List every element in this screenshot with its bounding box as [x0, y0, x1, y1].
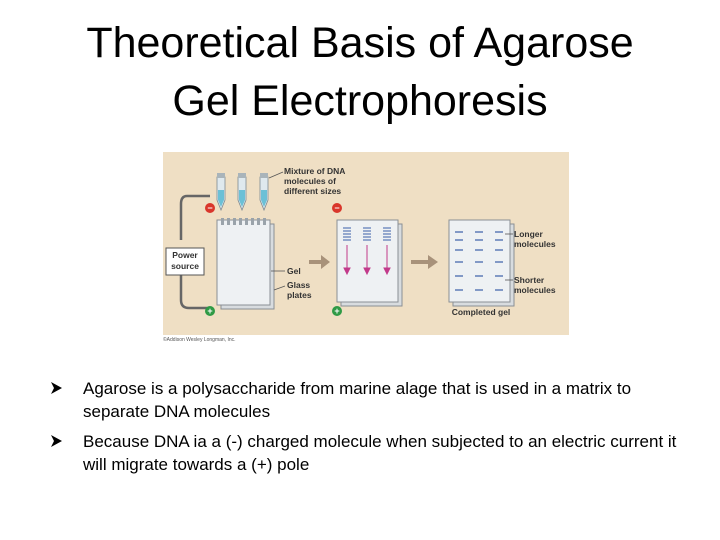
- minus-sign: −: [334, 203, 339, 213]
- process-arrow: [309, 255, 330, 269]
- mixture-leader: [268, 171, 284, 179]
- wire-top: [179, 194, 210, 240]
- slide-title: Theoretical Basis of Agarose Gel Electro…: [0, 14, 720, 130]
- gel-wells: [221, 218, 266, 225]
- completed-gel-plate: [448, 219, 511, 303]
- mixture-label: different sizes: [284, 186, 341, 196]
- mixture-label: Mixture of DNA: [284, 166, 345, 176]
- dna-bands-running: [343, 227, 391, 241]
- process-arrow: [411, 255, 438, 269]
- power-source-label: source: [171, 261, 199, 271]
- minus-terminal: [205, 203, 215, 213]
- shorter-label: molecules: [514, 285, 556, 295]
- title-line-1: Theoretical Basis of Agarose: [86, 19, 634, 67]
- migration-arrows: [343, 245, 391, 276]
- longer-label: molecules: [514, 239, 556, 249]
- dna-bands-completed: [455, 231, 503, 291]
- minus-terminal: [332, 203, 342, 213]
- plus-sign: +: [334, 306, 339, 316]
- power-source-label: Power: [172, 250, 198, 260]
- glass-label: Glass: [287, 280, 310, 290]
- power-source-box: [165, 247, 205, 276]
- electrophoresis-figure: Power source Mixture of DNA: [163, 152, 569, 335]
- plus-terminal: [205, 306, 215, 316]
- plus-terminal: [332, 306, 342, 316]
- arrow-bullet-icon: [51, 382, 62, 394]
- minus-sign: −: [207, 203, 212, 213]
- electrophoresis-diagram: Power source Mixture of DNA: [165, 166, 556, 317]
- glass-leader: [273, 285, 286, 291]
- wire-bottom: [179, 274, 210, 310]
- bullet-text: Agarose is a polysaccharide from marine …: [83, 379, 632, 421]
- gel-plate: [216, 219, 271, 306]
- longer-label: Longer: [514, 229, 543, 239]
- mixture-label: molecules of: [284, 176, 336, 186]
- bullet-text: Because DNA ia a (-) charged molecule wh…: [83, 432, 677, 474]
- pipettes: [216, 173, 269, 212]
- title-line-2: Gel Electrophoresis: [172, 77, 548, 125]
- completed-gel-label: Completed gel: [452, 307, 511, 317]
- arrow-bullet-icon: [51, 435, 62, 447]
- bullet-list: Agarose is a polysaccharide from marine …: [50, 377, 700, 476]
- glass-label: plates: [287, 290, 312, 300]
- gel-label: Gel: [287, 266, 301, 276]
- plus-sign: +: [207, 306, 212, 316]
- bullet-item: Agarose is a polysaccharide from marine …: [50, 377, 700, 423]
- shorter-label: Shorter: [514, 275, 545, 285]
- figure-credit: ©Addison Wesley Longman, Inc.: [163, 337, 236, 343]
- bullet-item: Because DNA ia a (-) charged molecule wh…: [50, 430, 700, 476]
